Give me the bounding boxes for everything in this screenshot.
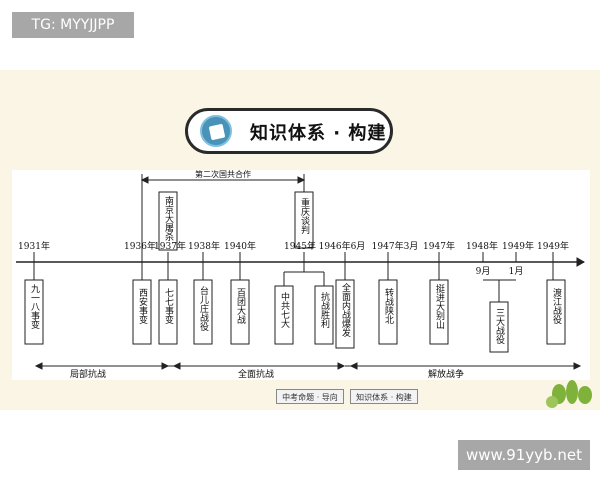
year-1946-6: 1946年6月	[319, 240, 366, 252]
event-box-baituan	[230, 279, 250, 345]
event-box-nanjing	[158, 191, 178, 251]
timeline-diagram: 第二次国共合作 1931年 1936年 1937年 1938年 1940年 19…	[12, 169, 590, 380]
event-box-shanbei	[378, 279, 398, 345]
site-watermark: www.91yyb.net	[458, 440, 590, 470]
year-1938: 1938年	[188, 240, 220, 252]
year-1949-a: 1949年	[502, 240, 534, 252]
event-box-dabieshan	[429, 279, 449, 345]
event-label-nanjing: 南京大屠杀	[163, 195, 174, 241]
event-box-918	[24, 279, 44, 345]
event-label-dujiang: 渡江战役	[551, 287, 562, 325]
year-1948: 1948年	[466, 240, 498, 252]
event-box-victory	[314, 285, 334, 345]
year-1940: 1940年	[224, 240, 256, 252]
arrow-right-icon	[297, 176, 306, 184]
period-label-liberation: 解放战争	[428, 368, 464, 380]
event-box-xian	[132, 279, 152, 345]
nav-button-exam-guide[interactable]: 中考命题 · 导向	[276, 389, 344, 404]
timeline-svg: 第二次国共合作 1931年 1936年 1937年 1938年 1940年 19…	[16, 169, 586, 380]
event-label-baituan: 百团大战	[235, 288, 246, 325]
axis-arrow-icon	[576, 257, 586, 267]
year-1945: 1945年	[284, 240, 316, 252]
event-label-dabieshan: 挺进大别山	[434, 283, 445, 329]
period-label-local: 局部抗战	[70, 368, 106, 380]
event-label-77: 七七事变	[163, 288, 174, 325]
book-icon	[200, 115, 232, 147]
tg-tag: TG: MYYJJPP	[12, 12, 134, 38]
event-label-chongqing: 重庆谈判	[299, 197, 310, 235]
event-box-77	[158, 279, 178, 345]
event-label-victory: 抗战胜利	[319, 291, 330, 328]
event-label-xian: 西安事变	[137, 288, 148, 325]
event-box-qida	[274, 285, 294, 345]
event-label-918: 九一八事变	[29, 284, 40, 330]
event-box-civilwar	[335, 279, 355, 349]
nav-button-knowledge[interactable]: 知识体系 · 构建	[350, 389, 418, 404]
year-1947-3: 1947年3月	[372, 240, 419, 252]
cooperation-label: 第二次国共合作	[195, 170, 251, 179]
year-1949-b: 1949年	[537, 240, 569, 252]
month-1: 1月	[509, 266, 524, 277]
month-9: 9月	[476, 266, 491, 277]
event-label-taierzhuang: 台儿庄战役	[198, 285, 209, 332]
banner-title: 知识体系 · 构建	[250, 123, 387, 144]
event-box-dujiang	[546, 279, 566, 345]
period-label-full: 全面抗战	[238, 368, 274, 380]
event-label-civilwar: 全面内战爆发	[340, 282, 351, 338]
event-label-qida: 中共七大	[279, 291, 290, 329]
title-banner: 知识体系 · 构建	[185, 108, 393, 154]
year-1931: 1931年	[18, 240, 50, 252]
arrow-left-icon	[140, 176, 149, 184]
event-label-three-battles: 三大战役	[494, 308, 505, 345]
event-box-three-battles	[489, 301, 509, 353]
event-box-taierzhuang	[193, 279, 213, 345]
year-1937: 1937年	[154, 240, 186, 252]
event-label-shanbei: 转战陕北	[383, 287, 394, 325]
year-1936: 1936年	[124, 240, 156, 252]
event-box-chongqing	[294, 191, 314, 249]
year-1947: 1947年	[423, 240, 455, 252]
